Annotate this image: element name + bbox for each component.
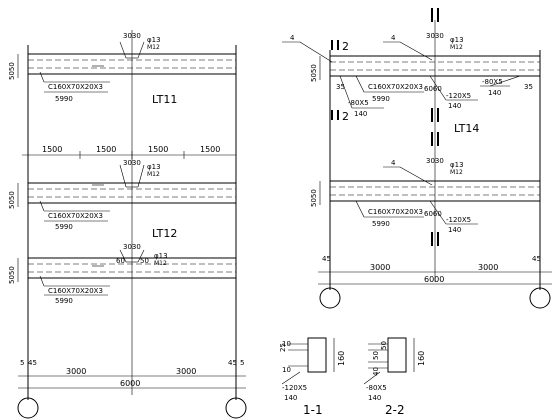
dim-1500-4: 1500	[200, 145, 220, 154]
dim-45-right: 45	[228, 359, 237, 367]
dim-5050-r1: 5050	[310, 64, 318, 82]
dim-45-r-left: 45	[322, 255, 331, 263]
sec11-plate-len: 140	[284, 394, 297, 402]
bolt-spec-top: φ13	[147, 36, 161, 44]
truss-label-lt12: LT12	[152, 227, 177, 240]
right-frame: 2 2 4 4 4 3030 φ13 M12 3030 φ13 M12 5050…	[282, 8, 552, 309]
dim-60-low: 60	[116, 257, 125, 265]
dim-3000-l1: 3000	[66, 367, 86, 376]
length-5990-2: 5990	[55, 223, 73, 231]
truss-label-lt14: LT14	[454, 122, 479, 135]
dim-3030-mid: 3030	[123, 159, 141, 167]
weld-top-left: 4	[290, 34, 295, 42]
length-r-top: 5990	[372, 95, 390, 103]
dim-3030-r-mid: 3030	[426, 157, 444, 165]
plate-a-right: -80X5	[482, 78, 503, 86]
sec22-dim-50b: 50	[380, 341, 388, 350]
dim-3030-low: 3030	[123, 243, 141, 251]
dim-1500-3: 1500	[148, 145, 168, 154]
sec22-dim-160: 160	[417, 351, 426, 366]
bolt-sub-mid: M12	[147, 171, 160, 178]
sec22-plate: -80X5	[366, 384, 387, 392]
plate-b-mid: -120X5	[446, 216, 471, 224]
sec22-plate-len: 140	[368, 394, 381, 402]
truss-label-lt11: LT11	[152, 93, 177, 106]
weld-mid: 4	[391, 159, 396, 167]
left-frame: 3030 φ13 M12 5050 5050 5050 C160X70X20X3…	[8, 30, 247, 419]
plate-b-len-top: 140	[448, 102, 461, 110]
sec11-dim-10b: 10	[282, 366, 291, 374]
dim-5050-1: 5050	[8, 62, 16, 80]
dim-6060-top: 6060	[424, 85, 442, 93]
dim-5050-3: 5050	[8, 266, 16, 284]
bolt-r-top: φ13	[450, 36, 464, 44]
dim-6000-right: 6000	[424, 275, 444, 284]
plate-a-len-top: 140	[354, 110, 367, 118]
plate-a-top: -80X5	[348, 99, 369, 107]
bolt-spec-mid: φ13	[147, 163, 161, 171]
sec11-plate: -120X5	[282, 384, 307, 392]
plate-b-top: -120X5	[446, 92, 471, 100]
plate-a-len-right: 140	[488, 89, 501, 97]
purlin-label-2: C160X70X20X3	[48, 212, 103, 220]
dim-3030-r-top: 3030	[426, 32, 444, 40]
section-details: 25 10 10 160 -120X5 140 1-1 50 40 50 160…	[279, 337, 426, 417]
dim-3000-r1: 3000	[370, 263, 390, 272]
section-2-bottom: 2	[342, 110, 349, 123]
dim-5050-r2: 5050	[310, 189, 318, 207]
dim-3000-l2: 3000	[176, 367, 196, 376]
bolt-r-mid: φ13	[450, 161, 464, 169]
sec11-dim-25: 25	[279, 343, 287, 352]
bolt-sub-top: M12	[147, 44, 160, 51]
plate-b-len-mid: 140	[448, 226, 461, 234]
dim-35-left: 35	[336, 83, 345, 91]
dim-45-r-right: 45	[532, 255, 541, 263]
sec11-dim-10a: 10	[282, 340, 291, 348]
dim-5-left: 5	[20, 359, 24, 367]
purlin-label-1: C160X70X20X3	[48, 83, 103, 91]
sec11-dim-160: 160	[337, 351, 346, 366]
sec22-dim-50a: 50	[372, 351, 380, 360]
dim-50-low: 50	[140, 257, 149, 265]
weld-top-mid: 4	[391, 34, 396, 42]
section-label-1-1: 1-1	[303, 403, 323, 417]
dim-6060-mid: 6060	[424, 210, 442, 218]
dim-1500-1: 1500	[42, 145, 62, 154]
bolt-sub-low: M12	[154, 260, 167, 267]
dim-35-right: 35	[524, 83, 533, 91]
section-2-top: 2	[342, 40, 349, 53]
purlin-r-bot: C160X70X20X3	[368, 208, 423, 216]
length-5990-3: 5990	[55, 297, 73, 305]
purlin-r-top: C160X70X20X3	[368, 83, 423, 91]
length-r-bot: 5990	[372, 220, 390, 228]
dim-45-left: 45	[28, 359, 37, 367]
bolt-spec-low: φ13	[154, 252, 168, 260]
dim-6000-left: 6000	[120, 379, 140, 388]
dim-5050-2: 5050	[8, 191, 16, 209]
sec22-dim-40: 40	[372, 367, 380, 376]
purlin-label-3: C160X70X20X3	[48, 287, 103, 295]
dim-3000-r2: 3000	[478, 263, 498, 272]
length-5990-1: 5990	[55, 95, 73, 103]
dim-5-right: 5	[240, 359, 244, 367]
bolt-sub-r-mid: M12	[450, 169, 463, 176]
dim-1500-2: 1500	[96, 145, 116, 154]
section-label-2-2: 2-2	[385, 403, 405, 417]
dim-3030-top: 3030	[123, 32, 141, 40]
bolt-sub-r-top: M12	[450, 44, 463, 51]
